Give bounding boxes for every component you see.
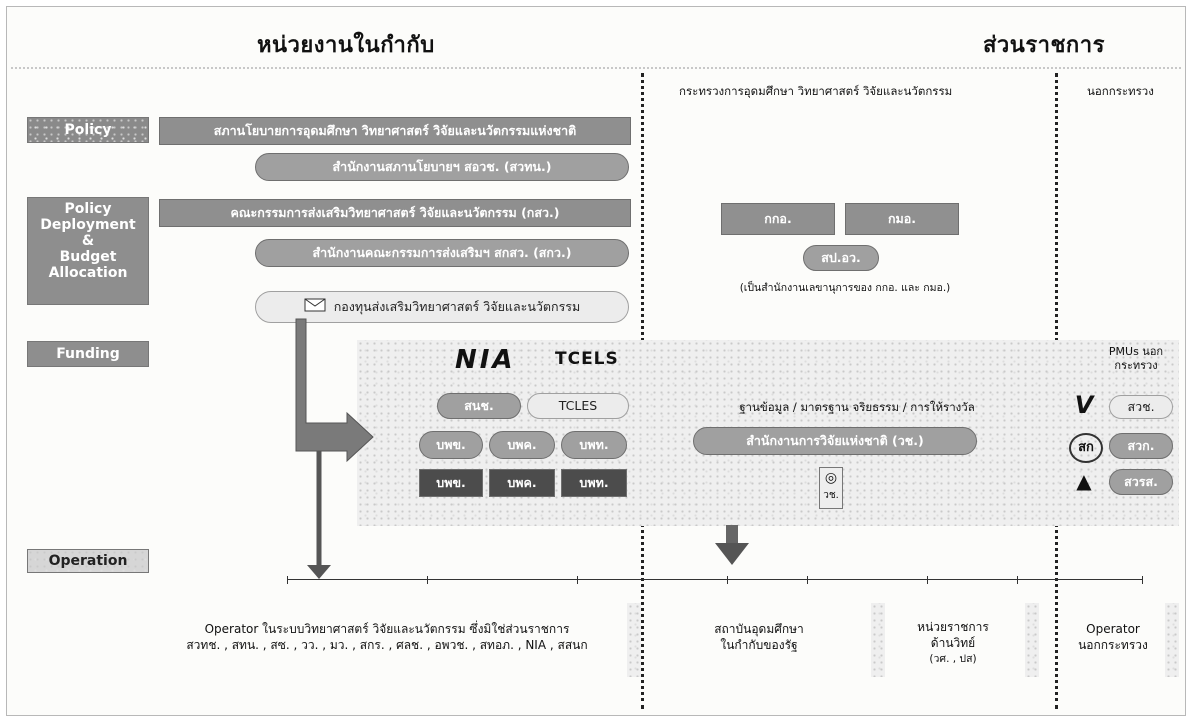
research-fund-pill: กองทุนส่งเสริมวิทยาศาสตร์ วิจัยและนวัตกร… xyxy=(255,291,629,323)
nia-logo: NIA xyxy=(455,345,516,375)
nrct-emblem-icon: ◎ xyxy=(824,470,838,486)
operator-non-government-title: Operator ในระบบวิทยาศาสตร์ วิจัยและนวัตก… xyxy=(204,622,570,636)
health-research-logo-icon: ▲ xyxy=(1076,469,1092,493)
operator-science-agencies: หน่วยราชการ ด้านวิทย์ (วศ. , ปส) xyxy=(893,619,1013,667)
stage-deploy-line: Allocation xyxy=(48,265,128,281)
pmu-light-1: บพข. xyxy=(419,431,483,459)
committee-office-pill: สำนักงานคณะกรรมการส่งเสริมฯ สกสว. (สกว.) xyxy=(255,239,629,267)
secretariat-note: (เป็นสำนักงานเลขานุการของ กกอ. และ กมอ.) xyxy=(739,282,951,294)
stage-deploy-line: Deployment xyxy=(40,217,136,233)
stage-policy: Policy xyxy=(27,117,149,143)
vision-logo-icon: V xyxy=(1074,391,1094,419)
envelope-icon xyxy=(304,293,326,323)
pmu-light-2: บพค. xyxy=(489,431,555,459)
database-standards-text: ฐานข้อมูล / มาตรฐาน จริยธรรม / การให้ราง… xyxy=(739,400,975,414)
research-committee-bar: คณะกรรมการส่งเสริมวิทยาศาสตร์ วิจัยและนว… xyxy=(159,199,631,227)
outside-pmu-3: สวรส. xyxy=(1109,469,1173,495)
ag-research-logo-icon: สก xyxy=(1069,433,1103,463)
operation-tick xyxy=(807,576,808,584)
pmu-dark-2: บพค. xyxy=(489,469,555,497)
speckle-divider xyxy=(627,603,641,677)
stage-policy-deployment: Policy Deployment & Budget Allocation xyxy=(27,197,149,305)
research-fund-label: กองทุนส่งเสริมวิทยาศาสตร์ วิจัยและนวัตกร… xyxy=(333,299,581,314)
nrct-logo: ◎ วช. xyxy=(819,467,843,509)
tcles-pill: TCLES xyxy=(527,393,629,419)
operation-tick xyxy=(577,576,578,584)
operator-outside-ministry: Operator นอกกระทรวง xyxy=(1065,621,1161,653)
speckle-divider xyxy=(871,603,885,677)
pmu-dark-3: บพท. xyxy=(561,469,627,497)
operation-line xyxy=(287,576,1143,584)
fund-to-operation-arrowhead xyxy=(307,565,331,579)
operation-tick xyxy=(727,576,728,584)
outside-ministry-column-title: นอกกระทรวง xyxy=(1087,84,1154,98)
policy-office-pill: สำนักงานสภานโยบายฯ สอวช. (สวทน.) xyxy=(255,153,629,181)
operator-universities-line: ในกำกับของรัฐ xyxy=(720,638,798,652)
stage-operation: Operation xyxy=(27,549,149,573)
operator-science-agencies-abbr: (วศ. , ปส) xyxy=(929,653,977,665)
operator-outside-ministry-line: นอกกระทรวง xyxy=(1078,638,1148,652)
stage-funding: Funding xyxy=(27,341,149,367)
outside-pmu-2: สวก. xyxy=(1109,433,1173,459)
operation-tick xyxy=(287,576,288,584)
operator-outside-ministry-line: Operator xyxy=(1086,622,1140,636)
operation-tick xyxy=(927,576,928,584)
operator-science-agencies-line: ด้านวิทย์ xyxy=(930,636,976,650)
nrct-pill: สำนักงานการวิจัยแห่งชาติ (วช.) xyxy=(693,427,977,455)
outside-pmu-1: สวช. xyxy=(1109,395,1173,419)
nia-pill: สนช. xyxy=(437,393,521,419)
box-kmo: กมอ. xyxy=(845,203,959,235)
operator-science-agencies-line: หน่วยราชการ xyxy=(917,620,989,634)
fund-to-pmu-arrow xyxy=(295,318,374,463)
diagram-frame: หน่วยงานในกำกับ ส่วนราชการ กระทรวงการอุด… xyxy=(6,6,1186,716)
operator-non-government-list: สวทช. , สทน. , สซ. , วว. , มว. , สกร. , … xyxy=(186,638,588,652)
stage-deploy-line: & xyxy=(81,233,95,249)
policy-council-bar: สภานโยบายการอุดมศึกษา วิทยาศาสตร์ วิจัยแ… xyxy=(159,117,631,145)
ministry-down-arrow xyxy=(715,525,749,565)
header-agencies-under-supervision: หน่วยงานในกำกับ xyxy=(257,33,435,58)
pmus-outside-title: PMUs นอกกระทรวง xyxy=(1108,345,1164,372)
nrct-logo-label: วช. xyxy=(823,490,839,501)
tcels-logo: TCELS xyxy=(555,349,619,369)
ministry-column-title: กระทรวงการอุดมศึกษา วิทยาศาสตร์ วิจัยและ… xyxy=(679,84,953,98)
header-divider xyxy=(11,67,1181,69)
operation-tick xyxy=(427,576,428,584)
box-kko: กกอ. xyxy=(721,203,835,235)
secretariat-pill: สป.อว. xyxy=(803,245,879,271)
operation-tick xyxy=(1142,576,1143,584)
operation-tick xyxy=(1017,576,1018,584)
operator-universities-line: สถาบันอุดมศึกษา xyxy=(714,622,804,636)
operator-universities: สถาบันอุดมศึกษา ในกำกับของรัฐ xyxy=(679,621,839,653)
speckle-divider xyxy=(1165,603,1179,677)
pmu-light-3: บพท. xyxy=(561,431,627,459)
stage-deploy-line: Policy xyxy=(64,201,112,217)
operator-non-government: Operator ในระบบวิทยาศาสตร์ วิจัยและนวัตก… xyxy=(157,621,617,653)
stage-deploy-line: Budget xyxy=(59,249,117,265)
flow-arrows xyxy=(295,318,749,579)
pmu-dark-1: บพข. xyxy=(419,469,483,497)
header-government-agencies: ส่วนราชการ xyxy=(983,33,1105,58)
speckle-divider xyxy=(1025,603,1039,677)
